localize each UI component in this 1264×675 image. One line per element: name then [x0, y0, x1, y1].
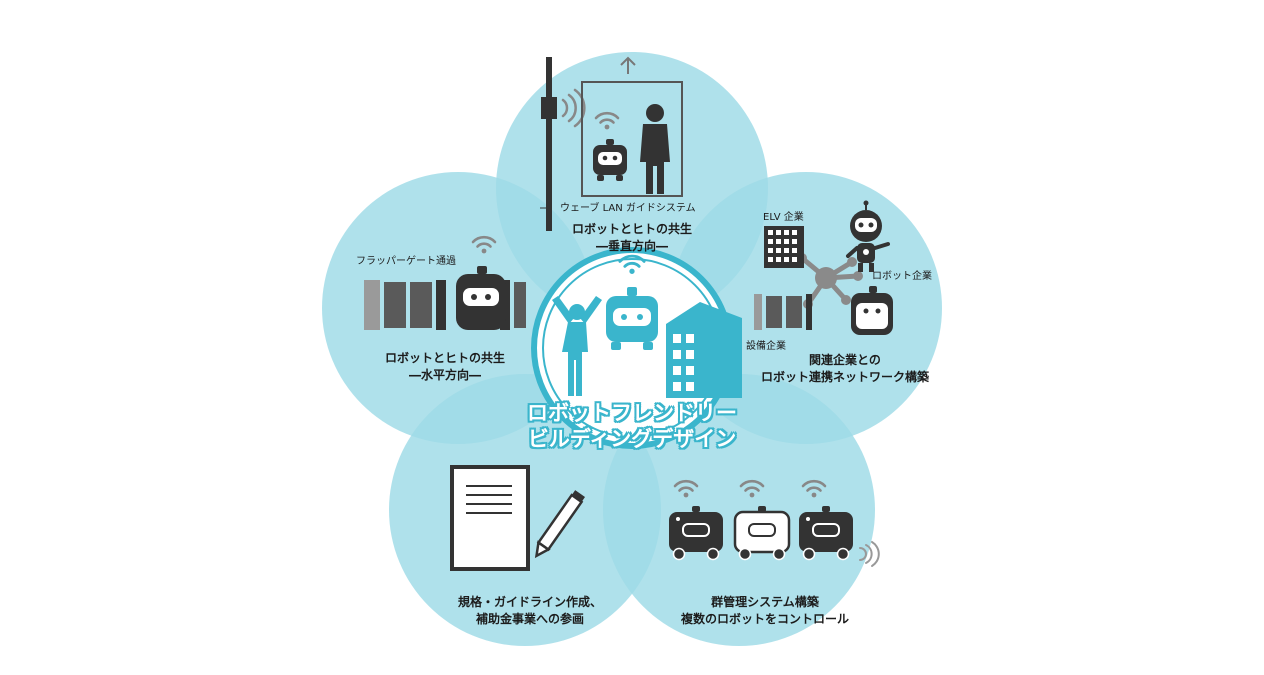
robot-icon [668, 505, 724, 561]
elevator-rail-icon [546, 57, 552, 231]
robot-character-icon [846, 200, 890, 272]
fleet-petal-icons [668, 479, 880, 567]
elv-building-icon [764, 226, 804, 268]
document-icon [450, 465, 530, 571]
fleet-label-line2: 複数のロボットをコントロール [680, 612, 849, 626]
pencil-icon [534, 490, 586, 559]
vertical-caption: ウェーブ LAN ガイドシステム [560, 203, 696, 214]
center-title-line1: ロボットフレンドリー [527, 401, 737, 425]
signal-icon [561, 88, 586, 128]
vertical-label-line1: ロボットとヒトの共生 [571, 222, 692, 236]
network-caption-elv: ELV 企業 [763, 212, 804, 223]
network-petal-icons [754, 200, 893, 335]
standards-label-line2: 補助金事業への参画 [475, 612, 584, 626]
network-label-line2: ロボット連携ネットワーク構築 [760, 370, 929, 384]
network-caption-equipment: 設備企業 [746, 341, 786, 352]
network-caption-robot: ロボット企業 [872, 271, 932, 282]
vertical-petal-icons [540, 56, 683, 231]
center-building-icon [666, 302, 742, 398]
standards-label-line1: 規格・ガイドライン作成、 [457, 595, 602, 609]
robot-icon [733, 506, 791, 561]
robot-icon [593, 139, 627, 181]
standards-petal-icons [450, 465, 586, 571]
person-icon [640, 104, 670, 194]
center-hub [531, 247, 742, 449]
horizontal-label-line2: ―水平方向― [408, 368, 481, 382]
network-label-line1: 関連企業との [809, 353, 881, 367]
center-title-line2: ビルディングデザイン [527, 427, 737, 451]
robot-icon [798, 505, 854, 561]
petal-fleet [603, 374, 875, 646]
vertical-label-line2: ―垂直方向― [595, 239, 668, 253]
fleet-label-line1: 群管理システム構築 [711, 595, 819, 609]
gate-icon [754, 294, 812, 330]
robot-icon [851, 286, 893, 335]
horizontal-caption: フラッパーゲート通過 [356, 256, 456, 267]
signal-icon [859, 541, 880, 567]
elevator-icon [581, 81, 683, 197]
horizontal-label-line1: ロボットとヒトの共生 [384, 351, 505, 365]
robot-icon [456, 266, 506, 330]
person-arms-up-icon [552, 296, 602, 396]
horizontal-petal-icons [364, 235, 526, 330]
flapper-gate-icon [364, 280, 526, 330]
up-arrow-icon [620, 56, 636, 74]
center-robot-icon [606, 254, 658, 350]
